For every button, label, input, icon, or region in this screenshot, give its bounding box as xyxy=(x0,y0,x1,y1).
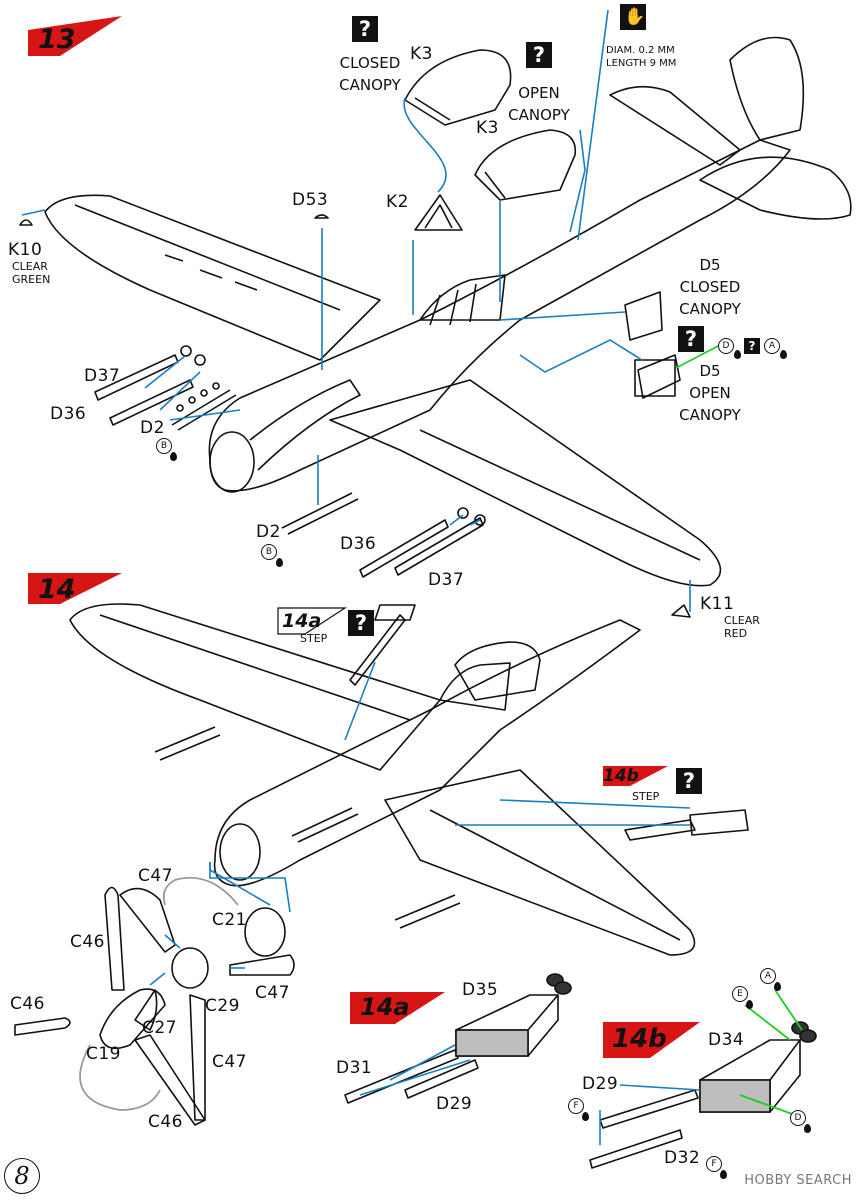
c27-label: C27 xyxy=(142,1018,178,1038)
c46-far-label: C46 xyxy=(10,994,46,1014)
paint-a-marker: A xyxy=(764,338,780,354)
paint-a-marker: A xyxy=(760,968,776,984)
question-icon: ? xyxy=(352,16,378,42)
paint-drop-icon xyxy=(780,350,787,359)
paint-f-marker: F xyxy=(568,1098,584,1114)
question-icon: ? xyxy=(348,610,374,636)
k11-color-label: CLEAR RED xyxy=(724,614,760,640)
paint-b-marker: B xyxy=(156,438,172,454)
paint-drop-icon xyxy=(720,1170,727,1179)
paint-drop-icon xyxy=(746,1000,753,1009)
question-icon: ? xyxy=(526,42,552,68)
d36b-label: D36 xyxy=(340,534,377,554)
c47-top-label: C47 xyxy=(138,866,174,886)
k10-label: K10 xyxy=(8,240,43,260)
step-14b-sub-flag: 14b xyxy=(603,766,639,786)
antenna-wire-note: DIAM. 0.2 MM LENGTH 9 MM xyxy=(606,45,677,69)
k10-color-label: CLEAR GREEN xyxy=(12,260,51,286)
closed-canopy-label: CLOSED CANOPY xyxy=(339,54,401,94)
step-13-number: 13 xyxy=(38,24,76,55)
step14-aircraft xyxy=(14,603,749,1126)
c46-bottom-label: C46 xyxy=(148,1112,184,1132)
page-number: 8 xyxy=(4,1158,40,1194)
d37b-label: D37 xyxy=(428,570,465,590)
step-14-number: 14 xyxy=(38,574,76,605)
step-14b-number: 14b xyxy=(612,1024,667,1054)
c47-right-label: C47 xyxy=(255,983,291,1003)
paint-f-marker: F xyxy=(706,1156,722,1172)
question-icon: ? xyxy=(744,338,760,354)
c46-left-label: C46 xyxy=(70,932,106,952)
d36-label: D36 xyxy=(50,404,87,424)
paint-drop-icon xyxy=(734,350,741,359)
d29-b-label: D29 xyxy=(582,1074,619,1094)
hand-icon: ✋ xyxy=(624,7,646,27)
step-14b-sub-text: STEP xyxy=(632,790,660,803)
d37-label: D37 xyxy=(84,366,121,386)
question-icon: ? xyxy=(676,768,702,794)
d5-closed-label: D5 CLOSED CANOPY xyxy=(679,256,741,318)
k3-open-label: K3 xyxy=(476,118,499,138)
k11-label: K11 xyxy=(700,594,735,614)
paint-drop-icon xyxy=(170,452,177,461)
step-14a-sub-text: STEP xyxy=(300,632,328,645)
c19-label: C19 xyxy=(86,1044,122,1064)
d53-label: D53 xyxy=(292,190,329,210)
paint-drop-icon xyxy=(582,1112,589,1121)
d5-open-label: D5 OPEN CANOPY xyxy=(679,362,741,424)
paint-e-marker: E xyxy=(732,986,748,1002)
paint-b-marker: B xyxy=(261,544,277,560)
paint-d-marker: D xyxy=(790,1110,806,1126)
c47-bottom-label: C47 xyxy=(212,1052,248,1072)
paint-drop-icon xyxy=(774,982,781,991)
paint-d-marker: D xyxy=(718,338,734,354)
watermark: HOBBY SEARCH xyxy=(744,1173,852,1188)
paint-drop-icon xyxy=(804,1124,811,1133)
open-canopy-label: OPEN CANOPY xyxy=(508,84,570,124)
c21-label: C21 xyxy=(212,910,248,930)
step-14a-number: 14a xyxy=(360,993,410,1021)
d32-label: D32 xyxy=(664,1148,701,1168)
d2b-label: D2 xyxy=(256,522,281,542)
k3-closed-label: K3 xyxy=(410,44,433,64)
d2-label: D2 xyxy=(140,418,165,438)
k2-label: K2 xyxy=(386,192,409,212)
d31-label: D31 xyxy=(336,1058,373,1078)
d35-label: D35 xyxy=(462,980,499,1000)
d29-label: D29 xyxy=(436,1094,473,1114)
question-icon: ? xyxy=(678,326,704,352)
step-14a-sub-flag: 14a xyxy=(282,610,322,632)
paint-drop-icon xyxy=(276,558,283,567)
d34-label: D34 xyxy=(708,1030,745,1050)
c29-label: C29 xyxy=(205,996,241,1016)
step13-aircraft xyxy=(19,36,852,618)
